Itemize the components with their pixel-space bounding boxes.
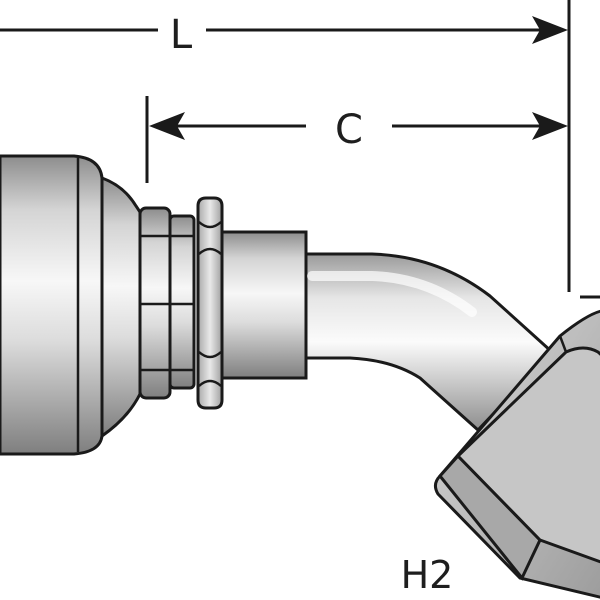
dimension-L-label: L bbox=[170, 12, 193, 58]
crimp-shell bbox=[0, 154, 142, 456]
fitting-neck bbox=[220, 230, 308, 380]
swivel-nut-face-center bbox=[455, 346, 600, 564]
crimp-shell-body bbox=[0, 154, 104, 456]
hex-nut-flat-upper bbox=[198, 247, 222, 255]
hex-nut-flat-top bbox=[198, 221, 222, 229]
bent-tube-body bbox=[304, 252, 555, 433]
bent-tube-highlight bbox=[307, 271, 477, 317]
dimension-C-arrowhead-right bbox=[532, 112, 568, 140]
dimension-C-label: C bbox=[335, 107, 363, 153]
hex-label-h2: H2 bbox=[401, 553, 454, 597]
hex-nut-flat-mid bbox=[198, 351, 222, 359]
dimension-L-arrowhead bbox=[532, 16, 568, 44]
hex-nut bbox=[196, 196, 224, 410]
swivel-nut-h2: H2 bbox=[401, 309, 600, 599]
dimension-C: C bbox=[145, 96, 568, 183]
crimp-shell-collar bbox=[100, 175, 142, 439]
swivel-nut-edge bbox=[558, 335, 568, 353]
hex-nut-flat-bottom bbox=[198, 379, 222, 387]
dimension-C-arrowhead-left bbox=[149, 112, 185, 140]
stem-segment-2 bbox=[168, 214, 196, 390]
dimension-L: L bbox=[0, 0, 600, 299]
stem-segments bbox=[138, 206, 196, 400]
hex-nut-body bbox=[196, 196, 224, 410]
bent-tube bbox=[304, 252, 555, 433]
